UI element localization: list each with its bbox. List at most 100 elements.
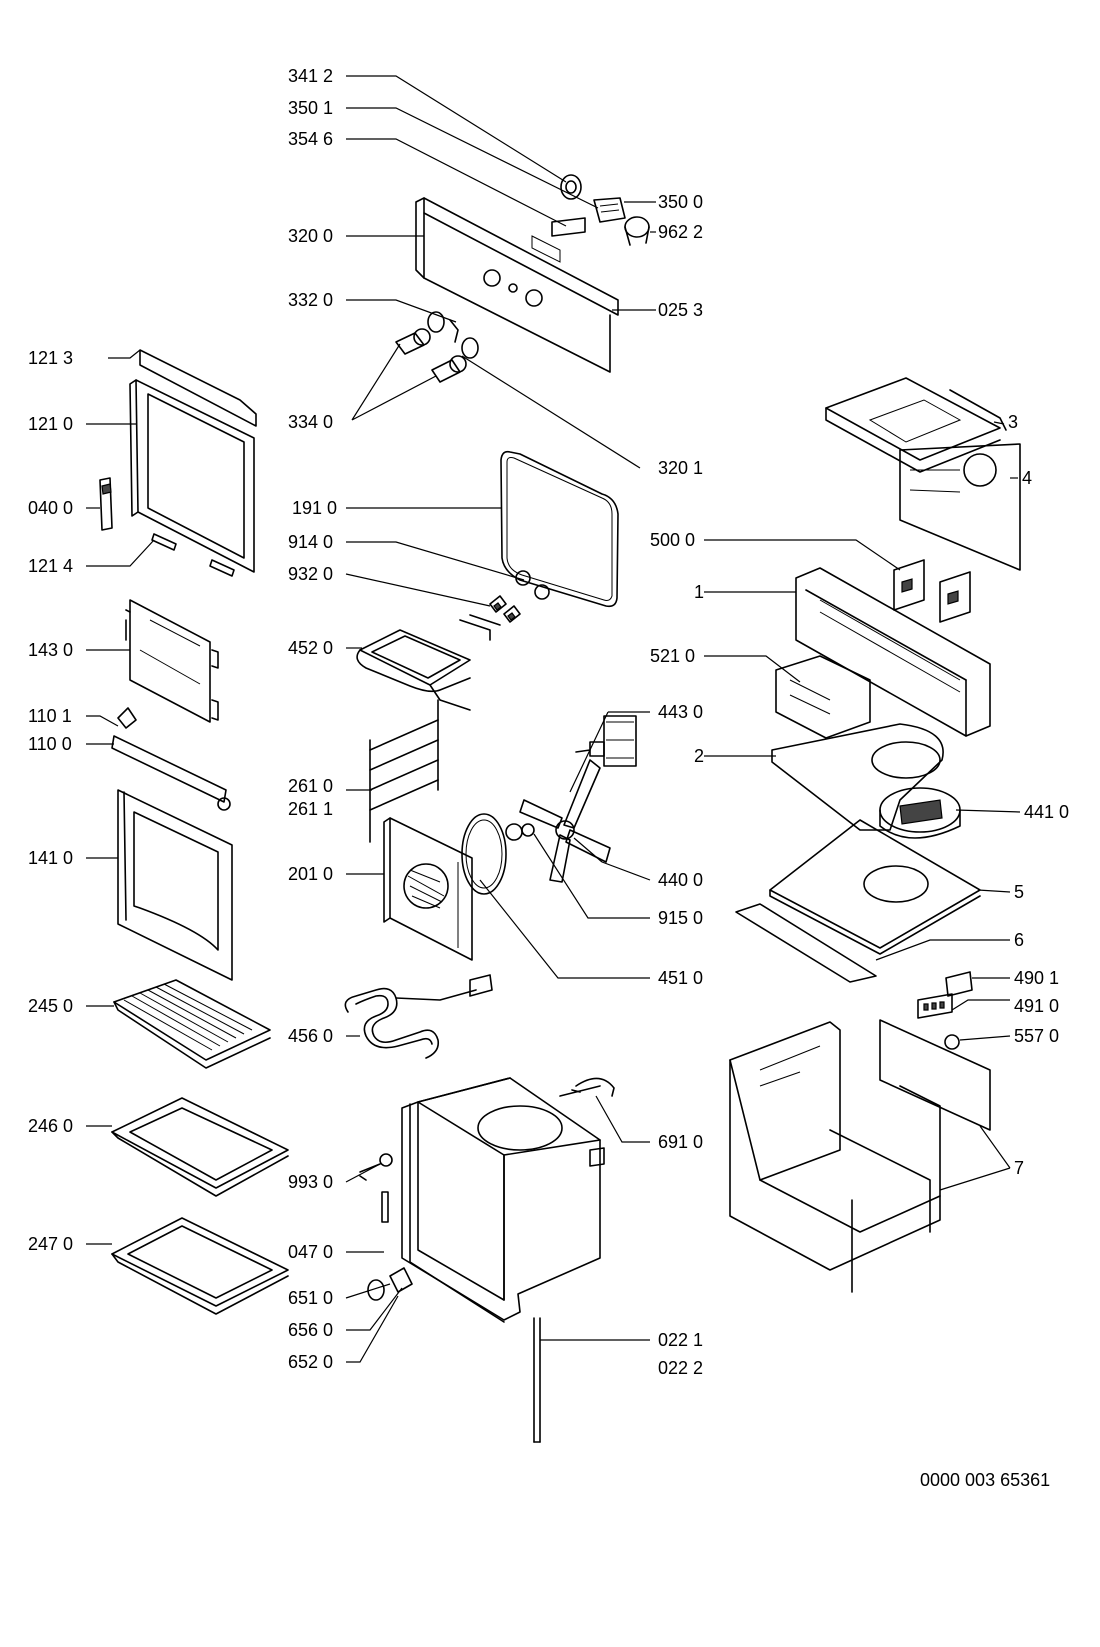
label-962-2: 962 2 — [658, 222, 703, 242]
label-261-1: 261 1 — [288, 799, 333, 819]
label-557-0: 557 0 — [1014, 1026, 1059, 1046]
label-651-0: 651 0 — [288, 1288, 333, 1308]
lamp-assembly-part — [559, 1077, 615, 1097]
label-191-0: 191 0 — [292, 498, 337, 518]
label-500-0: 500 0 — [650, 530, 695, 550]
fan-blade-part — [519, 759, 611, 883]
label-121-3: 121 3 — [28, 348, 73, 368]
oven-cavity-part — [401, 1077, 605, 1323]
label-452-0: 452 0 — [288, 638, 333, 658]
label-656-0: 656 0 — [288, 1320, 333, 1340]
label-451-0: 451 0 — [658, 968, 703, 988]
center-labels: 341 2 350 1 354 6 350 0 962 2 320 0 332 … — [288, 66, 703, 1378]
hinge-screw-part — [359, 1153, 393, 1181]
lower-heating-element-part — [344, 974, 493, 1059]
label-354-6: 354 6 — [288, 129, 333, 149]
label-350-0: 350 0 — [658, 192, 703, 212]
label-652-0: 652 0 — [288, 1352, 333, 1372]
door-hinge-part — [99, 477, 113, 531]
label-047-0: 047 0 — [288, 1242, 333, 1262]
cylinder-part — [624, 216, 650, 246]
switch-module-part — [593, 197, 626, 223]
label-246-0: 246 0 — [28, 1116, 73, 1136]
label-441-0: 441 0 — [1024, 802, 1069, 822]
front-frame-part — [795, 567, 991, 737]
label-121-0: 121 0 — [28, 414, 73, 434]
label-121-4: 121 4 — [28, 556, 73, 576]
enamel-tray-part — [111, 1097, 289, 1197]
outer-casing-part — [729, 1019, 991, 1293]
door-glass-part — [125, 599, 219, 723]
label-341-2: 341 2 — [288, 66, 333, 86]
door-top-strip-part — [139, 349, 257, 427]
label-040-0: 040 0 — [28, 498, 73, 518]
label-320-0: 320 0 — [288, 226, 333, 246]
lamp-cover-part — [367, 1267, 413, 1301]
top-cover-part — [825, 377, 1007, 473]
door-handle-part — [111, 707, 231, 811]
label-022-2: 022 2 — [658, 1358, 703, 1378]
label-320-1: 320 1 — [658, 458, 703, 478]
label-5: 5 — [1014, 882, 1024, 902]
label-7: 7 — [1014, 1158, 1024, 1178]
label-022-1: 022 1 — [658, 1330, 703, 1350]
label-3: 3 — [1008, 412, 1018, 432]
leader-lines — [86, 75, 1021, 1363]
label-914-0: 914 0 — [288, 532, 333, 552]
bottom-strip-part — [735, 903, 877, 983]
label-261-0: 261 0 — [288, 776, 333, 796]
label-350-1: 350 1 — [288, 98, 333, 118]
knob-cap-part — [560, 174, 582, 200]
label-993-0: 993 0 — [288, 1172, 333, 1192]
label-443-0: 443 0 — [658, 702, 703, 722]
inner-door-frame-part — [129, 379, 255, 573]
label-456-0: 456 0 — [288, 1026, 333, 1046]
guide-rod-part — [533, 1317, 541, 1443]
top-heating-element-part — [356, 614, 501, 711]
drip-tray-part — [111, 1217, 289, 1315]
knob-part — [395, 311, 479, 383]
left-labels: 121 3 121 0 040 0 121 4 143 0 110 1 110 … — [28, 348, 73, 1254]
label-141-0: 141 0 — [28, 848, 73, 868]
control-panel-part — [415, 197, 619, 373]
base-plate-part — [769, 819, 981, 955]
latch-part — [381, 1191, 389, 1223]
label-110-1: 110 1 — [28, 706, 72, 726]
bracket-part — [551, 217, 586, 237]
label-521-0: 521 0 — [650, 646, 695, 666]
label-2: 2 — [694, 746, 704, 766]
label-6: 6 — [1014, 930, 1024, 950]
wire-rack-part — [113, 979, 271, 1069]
label-110-0: 110 0 — [28, 734, 72, 754]
control-board-part — [893, 559, 971, 623]
cooling-fan-part — [879, 787, 961, 839]
fan-cover-part — [383, 817, 473, 961]
label-490-1: 490 1 — [1014, 968, 1059, 988]
label-440-0: 440 0 — [658, 870, 703, 890]
label-143-0: 143 0 — [28, 640, 73, 660]
door-gasket-part — [500, 450, 619, 608]
outer-door-glass-part — [117, 789, 233, 981]
label-691-0: 691 0 — [658, 1132, 703, 1152]
label-025-3: 025 3 — [658, 300, 703, 320]
label-1: 1 — [694, 582, 704, 602]
label-201-0: 201 0 — [288, 864, 333, 884]
shelf-support-rails-part — [369, 699, 439, 843]
label-932-0: 932 0 — [288, 564, 333, 584]
label-332-0: 332 0 — [288, 290, 333, 310]
fan-ring-part — [461, 813, 535, 895]
label-915-0: 915 0 — [658, 908, 703, 928]
label-4: 4 — [1022, 468, 1032, 488]
fan-motor-part — [575, 715, 637, 767]
terminal-block-part — [775, 655, 871, 739]
right-labels: 3 4 500 0 1 521 0 2 441 0 5 6 490 1 491 … — [650, 412, 1069, 1178]
label-245-0: 245 0 — [28, 996, 73, 1016]
small-bracket-part — [917, 971, 973, 1050]
diagram-code: 0000 003 65361 — [920, 1470, 1050, 1490]
label-247-0: 247 0 — [28, 1234, 73, 1254]
bushing-part — [515, 570, 550, 600]
label-334-0: 334 0 — [288, 412, 333, 432]
rear-cover-part — [899, 443, 1021, 571]
label-491-0: 491 0 — [1014, 996, 1059, 1016]
